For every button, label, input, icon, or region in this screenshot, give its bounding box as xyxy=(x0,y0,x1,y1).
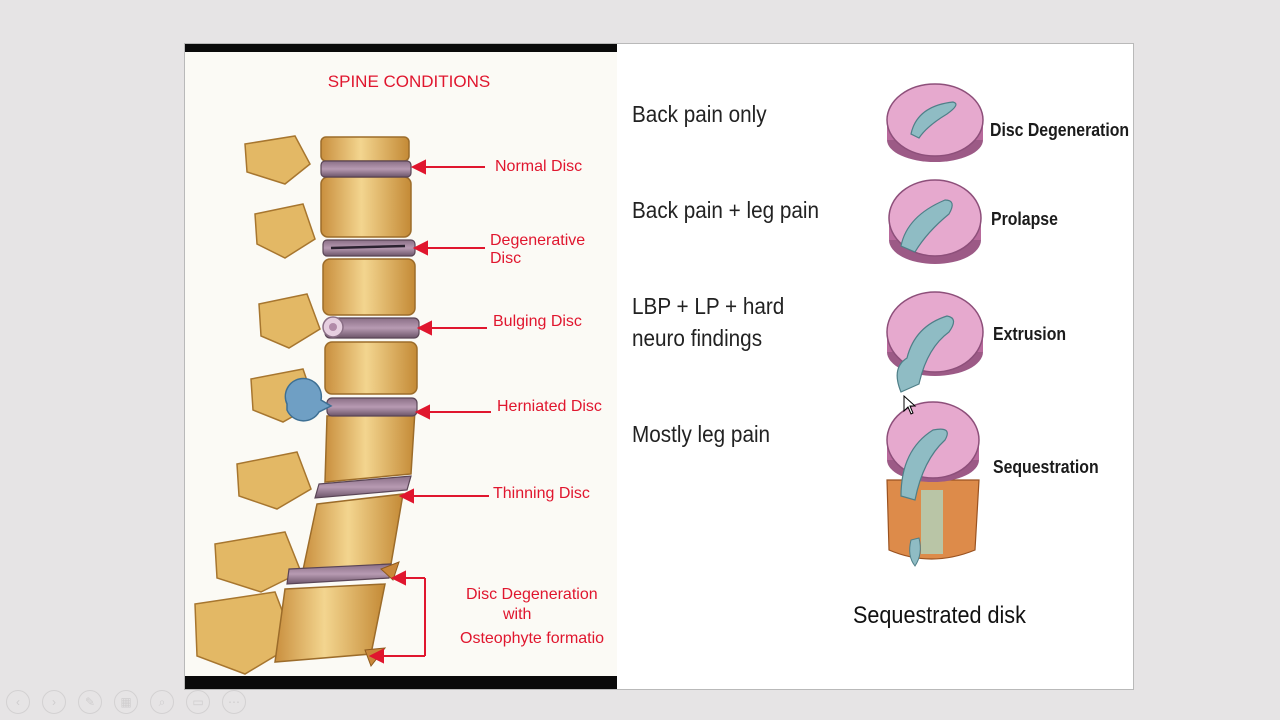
previous-icon[interactable]: ‹ xyxy=(6,690,30,714)
back-pain-only-text: Back pain only xyxy=(632,101,767,127)
presentation-slide: SPINE CONDITIONS Normal Disc Degenerativ… xyxy=(184,43,1134,690)
mostly-leg-pain-text: Mostly leg pain xyxy=(632,421,771,447)
sequestration-label: Sequestration xyxy=(993,457,1099,477)
bulging-disc-label: Bulging Disc xyxy=(493,313,582,330)
herniated-disc-label: Herniated Disc xyxy=(497,398,602,415)
image-bottom-border xyxy=(185,676,617,689)
disc-degeneration-label: Disc Degeneration xyxy=(990,120,1130,140)
subtitles-icon[interactable]: ▭ xyxy=(186,690,210,714)
lbp-lp-text-line1: LBP + LP + hard xyxy=(632,293,785,319)
osteophyte-label-line1: Disc Degeneration xyxy=(466,586,598,603)
back-leg-pain-text: Back pain + leg pain xyxy=(632,197,820,223)
slideshow-controls: ‹ › ✎ ▦ ⌕ ▭ ⋯ xyxy=(6,690,246,714)
spine-conditions-title: SPINE CONDITIONS xyxy=(327,72,491,91)
spine-drawing xyxy=(194,135,491,675)
slides-icon[interactable]: ▦ xyxy=(114,690,138,714)
more-icon[interactable]: ⋯ xyxy=(222,690,246,714)
prolapse-drawing xyxy=(888,179,982,264)
degenerative-disc-label-line1: Degenerative xyxy=(490,232,586,249)
extrusion-label: Extrusion xyxy=(993,324,1067,344)
spine-conditions-illustration: SPINE CONDITIONS Normal Disc Degenerativ… xyxy=(185,44,617,689)
degenerative-disc-label-line2: Disc xyxy=(490,250,522,267)
lbp-lp-text-line2: neuro findings xyxy=(632,325,763,351)
zoom-icon[interactable]: ⌕ xyxy=(150,690,174,714)
prolapse-label: Prolapse xyxy=(991,209,1058,229)
sequestrated-disk-caption: Sequestrated disk xyxy=(853,602,1026,629)
normal-disc-label: Normal Disc xyxy=(495,158,583,175)
pen-icon[interactable]: ✎ xyxy=(78,690,102,714)
extrusion-drawing xyxy=(886,291,984,393)
thinning-disc-label: Thinning Disc xyxy=(493,485,590,502)
osteophyte-label-line3: Osteophyte formatio xyxy=(460,630,605,647)
image-top-border xyxy=(185,44,617,52)
disc-degeneration-drawing xyxy=(886,83,984,162)
osteophyte-label-line2: with xyxy=(503,606,532,623)
next-icon[interactable]: › xyxy=(42,690,66,714)
sequestration-drawing xyxy=(886,401,980,567)
mouse-pointer-icon xyxy=(903,395,917,415)
